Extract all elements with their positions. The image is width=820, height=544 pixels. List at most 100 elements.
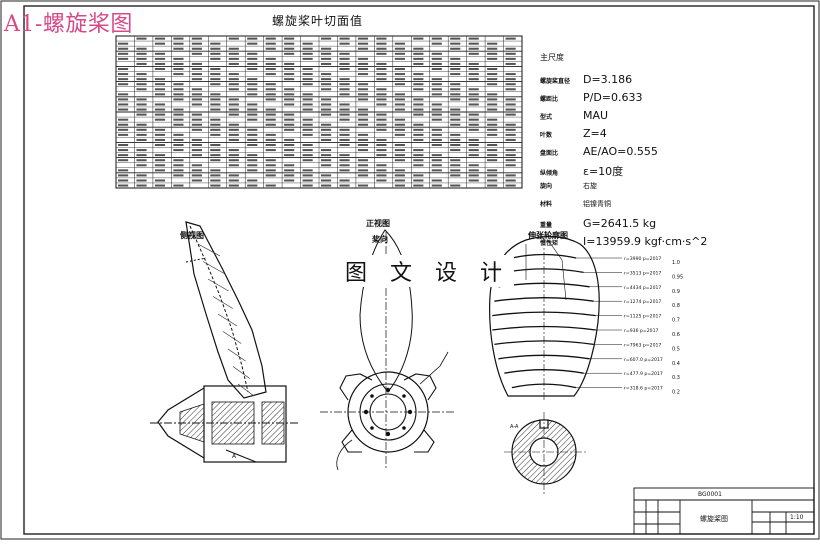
contour-ratio-label: 0.7 [672, 318, 680, 324]
offset-table-cell-mark [487, 159, 498, 162]
offset-table-cell-mark [487, 123, 498, 126]
offset-table-cell-mark [173, 133, 184, 136]
offset-table-cell-mark [247, 118, 258, 121]
offset-table-cell-mark [450, 42, 461, 45]
contour-view-label: 伸张轮廓图 [528, 231, 568, 240]
offset-table-cell-mark [505, 103, 516, 106]
offset-table-cell-mark [228, 149, 239, 152]
offset-table-cell-mark [265, 93, 276, 96]
offset-table-cell-mark [394, 83, 405, 86]
offset-table-cell-mark [118, 103, 129, 106]
offset-table-cell-mark [154, 169, 166, 172]
offset-table-cell-mark [228, 138, 239, 141]
offset-table-cell-mark [118, 83, 129, 86]
offset-table-cell-mark [321, 57, 332, 60]
offset-table-cell-mark [136, 128, 147, 131]
offset-table-cell-mark [136, 98, 147, 101]
offset-table-cell-mark [357, 68, 369, 71]
offset-table-cell-mark [357, 57, 369, 60]
offset-table-cell-mark [321, 138, 332, 141]
offset-table-cell-mark [136, 62, 147, 65]
offset-table-cell-mark [247, 103, 258, 106]
offset-table-cell-mark [265, 88, 276, 91]
offset-table-cell-mark [376, 179, 387, 182]
offset-table-cell-mark [357, 37, 369, 40]
offset-table-cell-mark [228, 57, 239, 60]
offset-table-cell-mark [265, 42, 276, 45]
offset-table-cell-mark [468, 68, 479, 71]
offset-table-cell-mark [468, 164, 479, 167]
offset-table-cell-mark [173, 159, 184, 162]
offset-table-cell-mark [431, 154, 442, 157]
offset-table-cell-mark [154, 52, 166, 55]
offset-table-cell-mark [302, 174, 313, 177]
offset-table-cell-mark [450, 37, 461, 40]
offset-table-cell-mark [302, 83, 313, 86]
offset-table-cell-mark [339, 93, 350, 96]
offset-table-cell-mark [431, 164, 442, 167]
offset-table-cell-mark [413, 78, 424, 81]
offset-table-cell-mark [394, 108, 405, 111]
offset-table-cell-mark [450, 184, 461, 187]
offset-table-cell-mark [284, 62, 295, 65]
offset-table-cell-mark [302, 144, 313, 147]
offset-table-cell-mark [487, 93, 498, 96]
offset-table-cell-mark [228, 83, 239, 86]
offset-table-cell-mark [468, 118, 479, 121]
offset-table-cell-mark [136, 154, 147, 157]
offset-table-cell-mark [468, 154, 479, 157]
contour-section-line [494, 340, 594, 346]
offset-table-cell-mark [487, 154, 498, 157]
offset-table-cell-mark [321, 103, 332, 106]
offset-table-cell-mark [136, 164, 147, 167]
offset-table-cell-mark [136, 108, 147, 111]
offset-table-cell-mark [487, 108, 498, 111]
section-aa [504, 412, 586, 494]
title-block-scale: 1:10 [790, 514, 804, 521]
parameter-label: 型式 [540, 114, 553, 121]
offset-table-cell-mark [376, 118, 387, 121]
offset-table-cell-mark [154, 108, 166, 111]
offset-table-cell-mark [118, 179, 129, 182]
contour-section-line [511, 253, 577, 259]
offset-table-cell-mark [284, 174, 295, 177]
offset-table-cell-mark [228, 98, 239, 101]
offset-table-cell-mark [118, 73, 129, 76]
offset-table-cell-mark [265, 123, 276, 126]
offset-table-cell-mark [321, 123, 332, 126]
offset-table-cell-mark [136, 78, 147, 81]
offset-table-cell-mark [210, 133, 221, 136]
offset-table-cell-mark [118, 144, 129, 147]
offset-table-cell-mark [321, 164, 332, 167]
offset-table-cell-mark [210, 169, 221, 172]
offset-table-cell-mark [376, 62, 387, 65]
offset-table-cell-mark [505, 128, 516, 131]
offset-table-cell-mark [321, 88, 332, 91]
offset-table-cell-mark [118, 184, 129, 187]
offset-table-cell-mark [376, 149, 387, 152]
offset-table-cell-mark [210, 174, 221, 177]
offset-table-cell-mark [468, 52, 479, 55]
offset-table-cell-mark [450, 93, 461, 96]
offset-table-cell-mark [468, 73, 479, 76]
offset-table-cell-mark [357, 118, 369, 121]
offset-table-cell-mark [173, 83, 184, 86]
offset-table-cell-mark [468, 179, 479, 182]
offset-table-cell-mark [413, 57, 424, 60]
offset-table-cell-mark [413, 113, 424, 116]
offset-table-cell-mark [394, 169, 405, 172]
offset-table-cell-mark [284, 103, 295, 106]
offset-table-cell-mark [468, 78, 479, 81]
offset-table-cell-mark [431, 169, 442, 172]
offset-table-cell-mark [210, 123, 221, 126]
offset-table-cell-mark [191, 123, 202, 126]
offset-table-cell-mark [191, 113, 202, 116]
offset-table-cell-mark [413, 62, 424, 65]
offset-table-cell-mark [191, 118, 202, 121]
side-view-label: 侧视图 [180, 231, 204, 240]
offset-table-cell-mark [302, 118, 313, 121]
offset-table-cell-mark [284, 68, 295, 71]
offset-table-cell-mark [376, 138, 387, 141]
offset-table-cell-mark [154, 159, 166, 162]
